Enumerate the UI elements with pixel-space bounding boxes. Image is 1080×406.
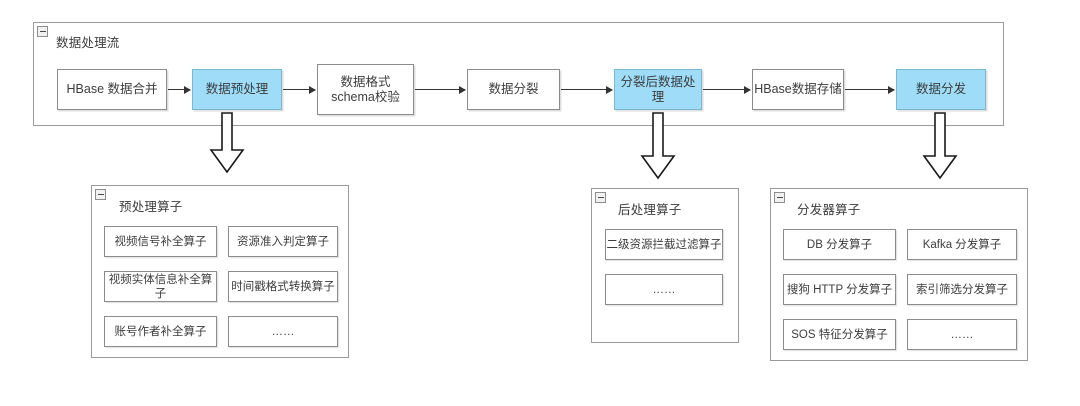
connector-6	[845, 85, 895, 94]
group-container-postprocess	[591, 188, 739, 343]
collapse-minus-icon-preprocess[interactable]	[95, 189, 106, 200]
group-title-postprocess: 后处理算子	[618, 203, 682, 217]
pipeline-step-data-preprocess[interactable]: 数据预处理	[192, 69, 282, 110]
pipeline-step-hbase-store[interactable]: HBase数据存储	[752, 69, 844, 110]
operator-box-timestamp-convert[interactable]: 时间戳格式转换算子	[228, 271, 338, 302]
pipeline-step-data-dispatch[interactable]: 数据分发	[896, 69, 986, 110]
down-arrow-dispatch-to-group	[922, 112, 958, 180]
connector-3	[415, 85, 466, 94]
down-arrow-postprocess-to-group	[640, 112, 676, 180]
pipeline-step-hbase-merge[interactable]: HBase 数据合并	[57, 69, 167, 110]
operator-box-sos-feature-dispatch[interactable]: SOS 特征分发算子	[783, 319, 896, 350]
group-title-preprocess: 预处理算子	[119, 200, 183, 214]
down-arrow-preprocess-to-group	[209, 112, 245, 174]
operator-box-preprocess-more[interactable]: ……	[228, 316, 338, 347]
pipeline-step-data-split[interactable]: 数据分裂	[467, 69, 560, 110]
operator-box-sogou-http-dispatch[interactable]: 搜狗 HTTP 分发算子	[783, 274, 896, 305]
operator-box-resource-admission[interactable]: 资源准入判定算子	[228, 226, 338, 257]
operator-box-dispatcher-more[interactable]: ……	[907, 319, 1017, 350]
operator-box-db-dispatch[interactable]: DB 分发算子	[783, 229, 896, 260]
operator-box-secondary-resource-filter[interactable]: 二级资源拦截过滤算子	[605, 229, 723, 260]
pipeline-step-schema-validate[interactable]: 数据格式 schema校验	[317, 64, 414, 115]
collapse-minus-icon-postprocess[interactable]	[595, 192, 606, 203]
pipeline-title: 数据处理流	[56, 36, 120, 50]
collapse-minus-icon-dispatcher[interactable]	[774, 192, 785, 203]
operator-box-kafka-dispatch[interactable]: Kafka 分发算子	[907, 229, 1017, 260]
operator-box-video-entity-complete[interactable]: 视频实体信息补全算子	[104, 271, 217, 302]
connector-5	[703, 85, 751, 94]
connector-4	[561, 85, 613, 94]
operator-box-postprocess-more[interactable]: ……	[605, 274, 723, 305]
connector-2	[283, 85, 316, 94]
operator-box-account-author-complete[interactable]: 账号作者补全算子	[104, 316, 217, 347]
collapse-minus-icon-pipeline[interactable]	[37, 26, 48, 37]
operator-box-index-filter-dispatch[interactable]: 索引筛选分发算子	[907, 274, 1017, 305]
connector-1	[168, 85, 191, 94]
group-title-dispatcher: 分发器算子	[797, 203, 861, 217]
pipeline-step-post-split-process[interactable]: 分裂后数据处理	[614, 69, 702, 110]
operator-box-video-signal-complete[interactable]: 视频信号补全算子	[104, 226, 217, 257]
